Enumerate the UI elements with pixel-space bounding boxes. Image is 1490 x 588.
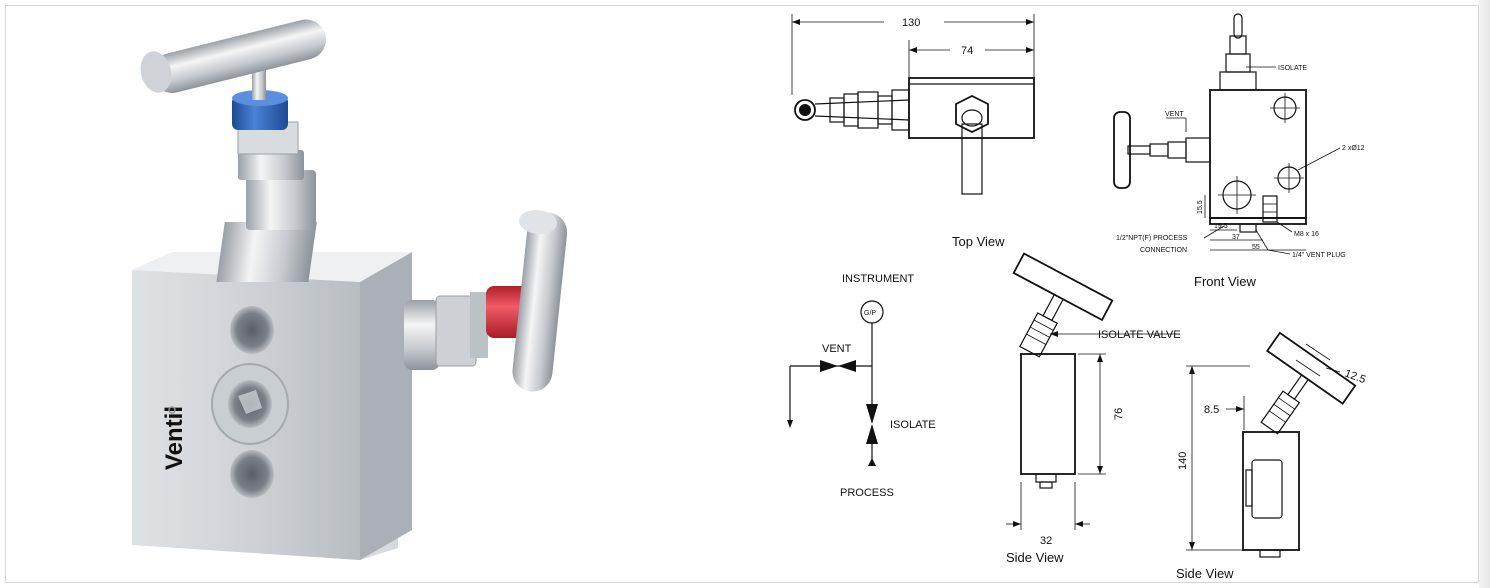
top-view-dim-130: 130 <box>902 17 920 29</box>
top-t-handle <box>140 19 326 93</box>
mounting-hole-lower <box>230 450 274 498</box>
block-port-holes <box>211 306 289 498</box>
side-view-1-dim-76: 76 <box>1113 408 1125 420</box>
isolate-valve-symbol <box>866 404 878 424</box>
front-view-dim-15-5: 15.5 <box>1197 200 1204 214</box>
front-view-vent-plug-label: 1/4" VENT PLUG <box>1292 252 1346 259</box>
front-view-holes-label: 2 xØ12 <box>1342 145 1365 152</box>
top-view-caption: Top View <box>952 234 1005 249</box>
side-view-2-dim-12-5: 12.5 <box>1343 368 1367 387</box>
front-view-process-conn-1: 1/2"NPT(F) PROCESS <box>1116 235 1188 242</box>
product-photo: Ventil <box>132 19 568 560</box>
image-frame <box>5 5 1479 583</box>
front-view-process-conn-2: CONNECTION <box>1140 247 1187 254</box>
gauge-symbol-text: G/P <box>864 310 876 317</box>
side-view-1-isolate-valve-label: ISOLATE VALVE <box>1098 329 1181 341</box>
vent-valve-symbol <box>820 360 838 372</box>
schematic-instrument-label: INSTRUMENT <box>842 273 914 285</box>
front-view-caption: Front View <box>1194 274 1257 289</box>
schematic-vent-label: VENT <box>822 343 852 355</box>
ventil-logo: Ventil <box>161 406 188 470</box>
top-view-dim-74: 74 <box>961 45 973 57</box>
mounting-hole-upper <box>230 306 274 354</box>
front-view-dim-55: 55 <box>1252 244 1260 251</box>
side-view-1-dim-32: 32 <box>1040 535 1052 547</box>
side-view-2-drawing: 12.5 8.5 140 Side View <box>1176 331 1367 581</box>
schematic-diagram: INSTRUMENT G/P VENT ISOLATE PROCESS <box>787 273 936 499</box>
side-view-1-drawing: ISOLATE VALVE 76 32 Side View <box>1006 252 1181 565</box>
front-view-drawing: ISOLATE 2 xØ12 VENT M8 x 16 1/4" VENT PL… <box>1113 13 1365 289</box>
side-view-1-caption: Side View <box>1006 550 1064 565</box>
top-view-drawing: 130 74 Top View <box>791 14 1035 249</box>
front-view-dim-19-5: 19.5 <box>1214 223 1228 230</box>
side-view-2-caption: Side View <box>1176 566 1234 581</box>
front-view-thread-label: M8 x 16 <box>1294 231 1319 238</box>
schematic-process-label: PROCESS <box>840 487 894 499</box>
svg-text:Ventil: Ventil <box>161 406 188 470</box>
right-edge-shadow <box>1479 0 1490 588</box>
side-view-2-dim-140: 140 <box>1177 452 1189 470</box>
front-view-dim-37: 37 <box>1232 234 1240 241</box>
schematic-isolate-label: ISOLATE <box>890 419 936 431</box>
side-t-handle <box>512 209 568 392</box>
front-view-vent-label: VENT <box>1165 111 1184 118</box>
vertical-isolate-valve <box>140 19 326 282</box>
horizontal-vent-valve <box>404 209 568 392</box>
side-view-2-dim-8-5: 8.5 <box>1204 404 1219 416</box>
front-view-isolate-label: ISOLATE <box>1278 65 1307 72</box>
